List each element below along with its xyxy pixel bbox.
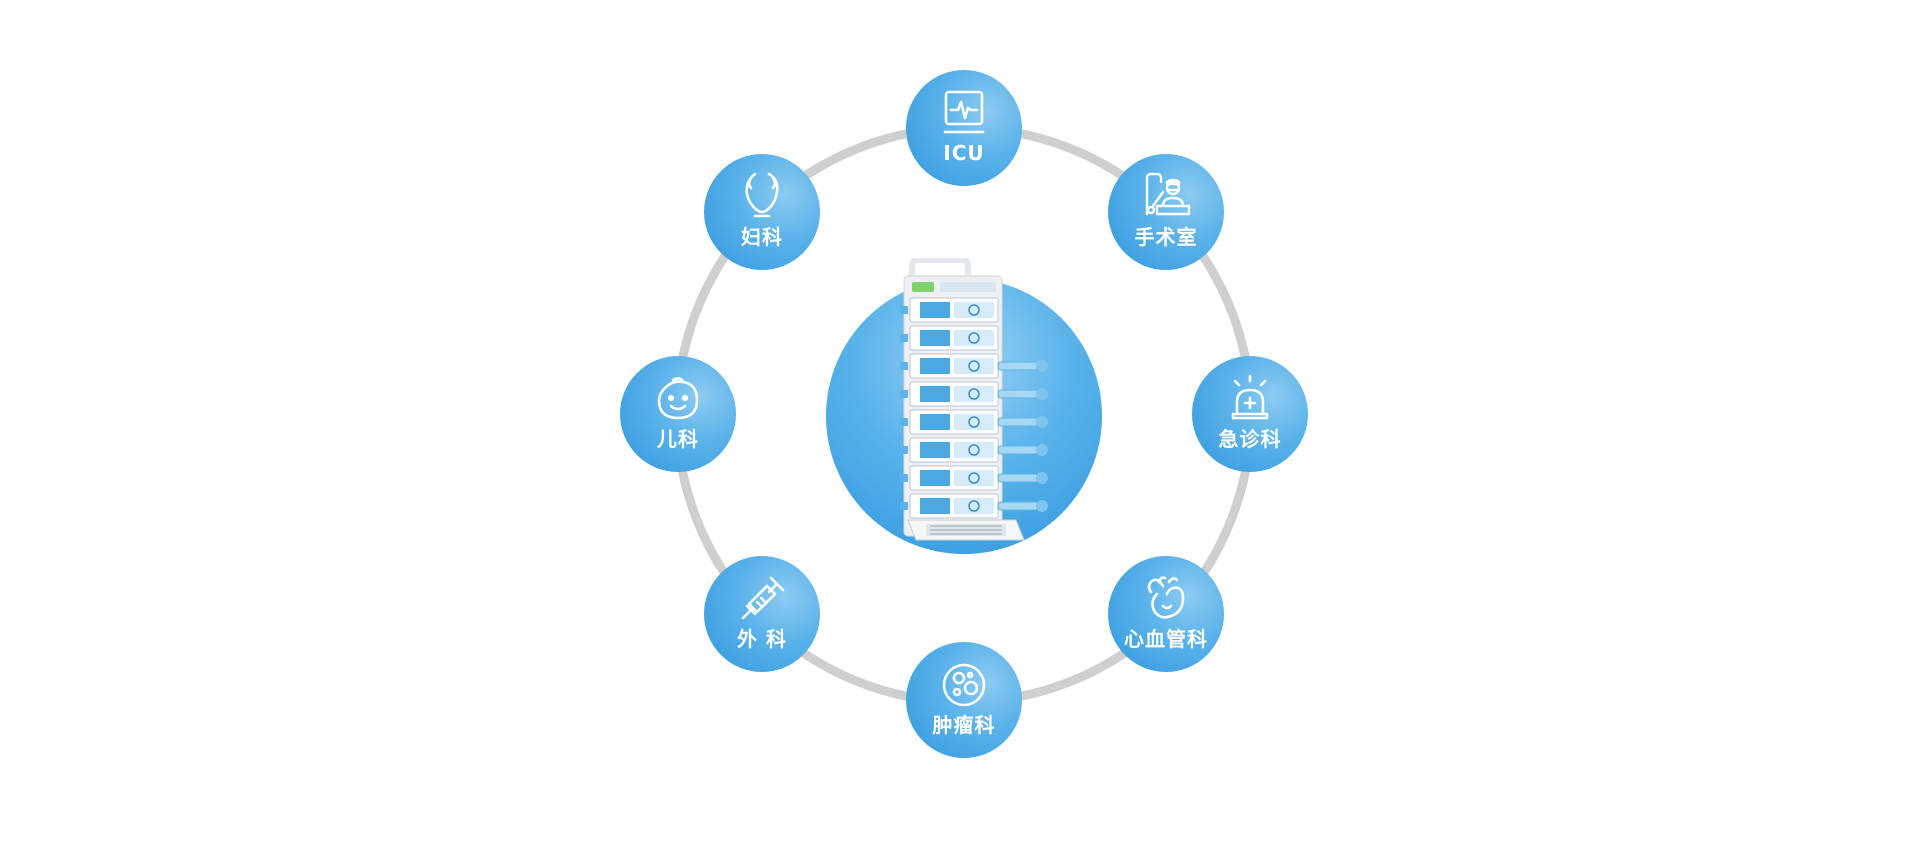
pump-module <box>900 409 1048 435</box>
heart-icon <box>1139 572 1193 626</box>
pump-module <box>900 297 999 323</box>
dept-node-surgery[interactable]: 外 科 <box>704 556 820 672</box>
pump-module <box>900 465 1048 491</box>
baby-face-icon <box>651 372 705 426</box>
dept-label: 心血管科 <box>1124 627 1208 651</box>
dept-node-emergency[interactable]: 急诊科 <box>1192 356 1308 472</box>
pump-module <box>900 381 1048 407</box>
dept-label: 急诊科 <box>1218 427 1282 451</box>
pump-module <box>900 353 1048 379</box>
dept-node-oncology[interactable]: 肿瘤科 <box>906 642 1022 758</box>
dept-label: 手术室 <box>1134 225 1198 249</box>
infusion-pump-station-image <box>900 258 1048 541</box>
pump-module <box>900 493 1048 519</box>
pump-module <box>900 325 999 351</box>
dept-label: 儿科 <box>657 427 699 451</box>
dept-node-pediatrics[interactable]: 儿科 <box>620 356 736 472</box>
dept-node-icu[interactable]: ICU <box>906 70 1022 186</box>
dept-label: ICU <box>943 141 985 165</box>
dept-node-gynecology[interactable]: 妇科 <box>704 154 820 270</box>
dept-label: 妇科 <box>741 225 783 249</box>
surgeon-icon <box>1139 170 1193 224</box>
uterus-icon <box>735 170 789 224</box>
pump-module <box>900 437 1048 463</box>
syringe-icon <box>735 572 789 626</box>
cell-icon <box>937 658 991 712</box>
emergency-siren-icon <box>1223 372 1277 426</box>
dept-node-operating-room[interactable]: 手术室 <box>1108 154 1224 270</box>
dept-node-cardiology[interactable]: 心血管科 <box>1108 556 1224 672</box>
dept-label: 肿瘤科 <box>932 713 996 737</box>
dept-label: 外 科 <box>737 627 787 651</box>
monitor-heartbeat-icon <box>937 86 991 140</box>
